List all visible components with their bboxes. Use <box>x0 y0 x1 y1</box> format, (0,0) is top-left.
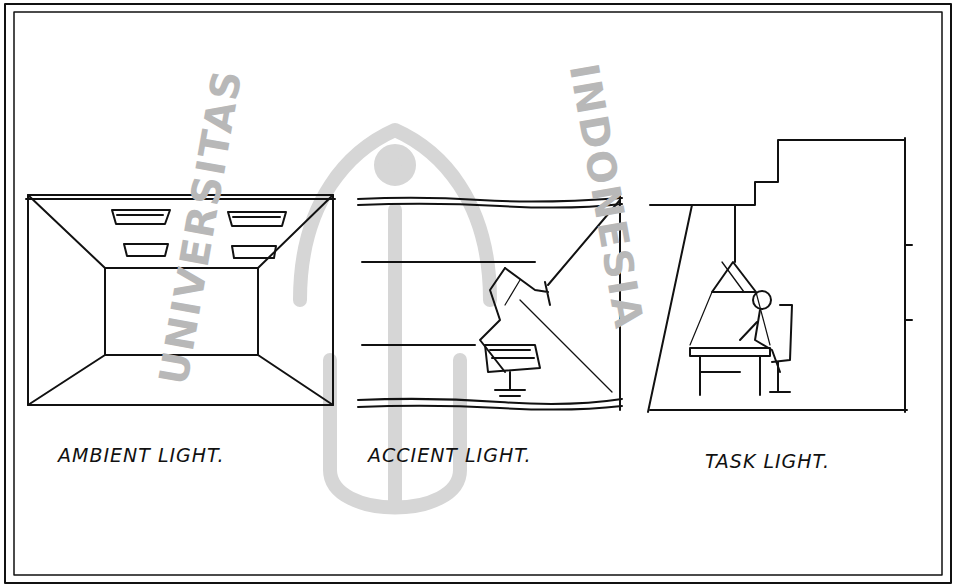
caption-label: AMBIENT LIGHT. <box>58 444 224 466</box>
caption-label: TASK LIGHT. <box>705 450 830 472</box>
watermark-text: INDONESIA <box>561 60 653 333</box>
inner-frame <box>14 12 942 575</box>
task-room-sketch <box>648 138 912 412</box>
accent-room-sketch <box>358 196 622 410</box>
caption-label: ACCIENT LIGHT. <box>368 444 532 466</box>
outer-frame <box>5 4 951 583</box>
